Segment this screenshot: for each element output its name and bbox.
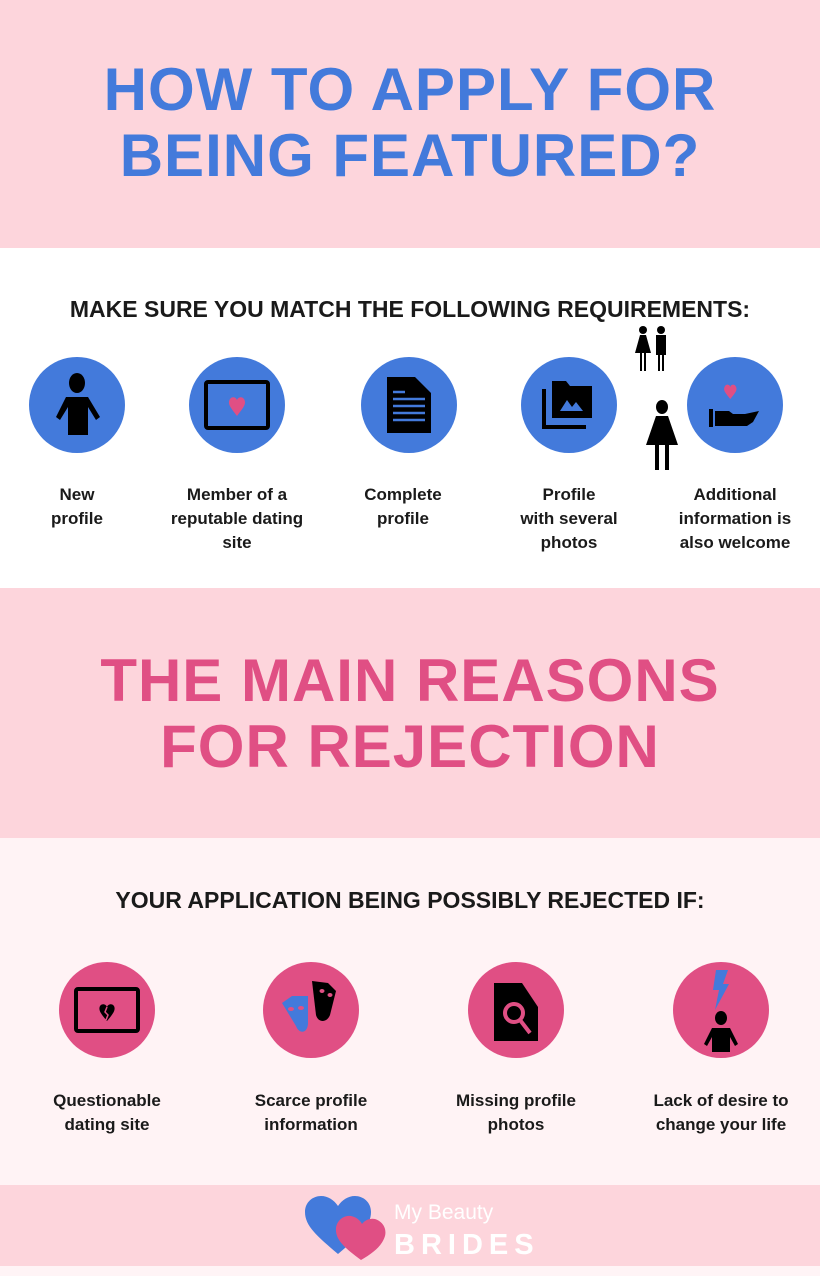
requirement-label: Member of a reputable dating site xyxy=(152,483,322,555)
photo-folder-icon xyxy=(521,357,617,453)
rejection-label: Lack of desire to change your life xyxy=(626,1089,816,1137)
label-line: Member of a xyxy=(186,485,288,504)
requirement-label: New profile xyxy=(0,483,162,531)
title-line: THE MAIN REASONS xyxy=(100,647,720,714)
logo-text-top: My Beauty xyxy=(394,1201,494,1224)
title-line: FOR REJECTION xyxy=(160,713,660,780)
label-line: information xyxy=(264,1115,358,1134)
rejection-label: Scarce profile information xyxy=(226,1089,396,1137)
label-line: also welcome xyxy=(679,533,791,552)
logo-text-bottom: BRIDES xyxy=(394,1229,540,1261)
label-line: photos xyxy=(487,1115,545,1134)
label-line: Profile xyxy=(542,485,596,504)
label-line: profile xyxy=(51,509,103,528)
title-line: BEING FEATURED? xyxy=(119,122,701,189)
file-search-icon xyxy=(468,962,564,1058)
rejection-label: Missing profile photos xyxy=(431,1089,601,1137)
requirement-label: Additional information is also welcome xyxy=(650,483,820,555)
label-line: Complete xyxy=(364,485,442,504)
header-section xyxy=(0,0,820,248)
label-line: profile xyxy=(377,509,429,528)
requirements-heading: MAKE SURE YOU MATCH THE FOLLOWING REQUIR… xyxy=(69,296,751,322)
tablet-heart-icon xyxy=(189,357,285,453)
person-icon xyxy=(29,357,125,453)
couple-icon xyxy=(635,326,666,371)
footer-section xyxy=(0,1185,820,1266)
label-line: Questionable xyxy=(53,1091,161,1110)
requirement-label: Profile with several photos xyxy=(484,483,654,555)
label-line: New xyxy=(59,485,95,504)
label-line: site xyxy=(222,533,252,552)
label-line: dating site xyxy=(64,1115,150,1134)
rejection-heading: YOUR APPLICATION BEING POSSIBLY REJECTED… xyxy=(115,887,705,913)
lightning-person-icon xyxy=(673,962,769,1058)
hand-heart-icon xyxy=(687,357,783,453)
label-line: Scarce profile xyxy=(254,1091,368,1110)
hearts-logo-icon xyxy=(305,1196,386,1260)
rejection-title-section xyxy=(0,588,820,838)
label-line: change your life xyxy=(655,1115,787,1134)
label-line: information is xyxy=(678,509,792,528)
document-icon xyxy=(361,357,457,453)
label-line: Additional xyxy=(693,485,777,504)
label-line: photos xyxy=(540,533,598,552)
label-line: Lack of desire to xyxy=(653,1091,789,1110)
title-line: HOW TO APPLY FOR xyxy=(103,56,717,123)
label-line: with several xyxy=(520,509,618,528)
label-line: Missing profile xyxy=(456,1091,576,1110)
label-line: reputable dating xyxy=(170,509,304,528)
rejection-label: Questionable dating site xyxy=(22,1089,192,1137)
requirement-label: Complete profile xyxy=(318,483,488,531)
broken-heart-tablet-icon xyxy=(59,962,155,1058)
theater-masks-icon xyxy=(263,962,359,1058)
woman-icon xyxy=(646,400,678,470)
